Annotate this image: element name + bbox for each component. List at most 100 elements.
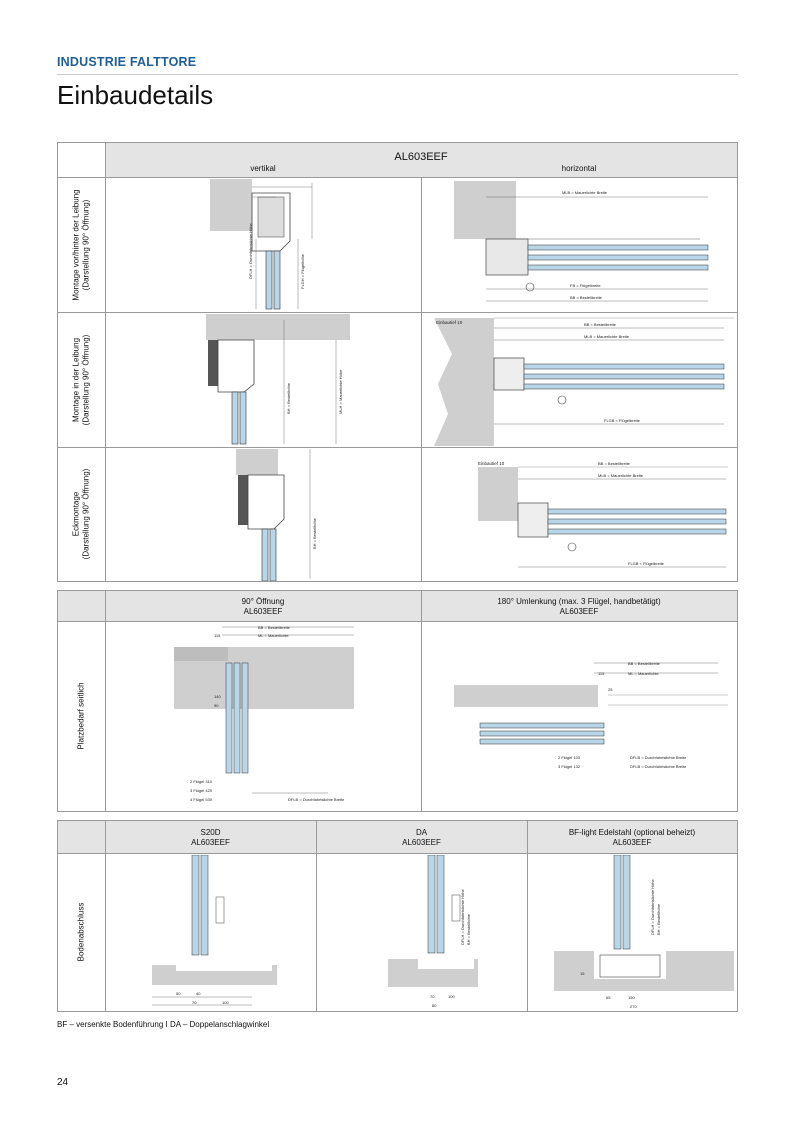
dim-label: 115 (598, 671, 605, 676)
dim-label: 70 (430, 994, 435, 999)
divider (58, 447, 737, 448)
table2-col1-product: AL603EEF (243, 607, 283, 616)
dim-label: BB = Bestellbreite (258, 625, 291, 630)
dim-label: FLGB = Flügelbreite (604, 418, 641, 423)
row-label-text: Platzbedarf seitlich (76, 682, 86, 750)
dim-label: FLGH = Flügelhöhe (300, 253, 305, 289)
divider (58, 312, 737, 313)
table3-col1-product: AL603EEF (191, 838, 230, 847)
row-label: Montage vor/hinter der Leibung (Darstell… (58, 177, 105, 312)
page-title: Einbaudetails (57, 80, 214, 110)
row-label-text: Montage in der Leibung (Darstellung 90° … (71, 334, 91, 425)
divider (58, 177, 737, 178)
dim-label: 100 (222, 1000, 229, 1005)
row-label-text: Montage vor/hinter der Leibung (Darstell… (71, 188, 91, 301)
table2-col2-product: AL603EEF (559, 607, 599, 616)
dim-label: 3 Flügel 132 (558, 764, 581, 769)
table1-col-vertical: vertikal (250, 164, 276, 173)
divider (105, 821, 106, 1011)
dim-label: 3 Flügel 420 (190, 788, 213, 793)
row-label: Platzbedarf seitlich (58, 621, 105, 811)
dim-label: 140 (214, 694, 221, 699)
divider (105, 143, 106, 581)
dim-label: 4 Flügel 530 (190, 797, 213, 802)
dim-label: BH = Bestellhöhe (286, 382, 291, 414)
dim-label: BB = Bestellbreite (570, 295, 603, 300)
dim-label: 25 (608, 687, 613, 692)
dim-label: Einbautief 10 (436, 320, 463, 325)
divider (58, 853, 737, 854)
drawing-bf-light: DFLH = Durchfahrtslichte Höhe BH = Beste… (554, 855, 734, 1009)
table-lateral-space: 90° Öffnung AL603EEF 180° Umlenkung (max… (57, 590, 738, 812)
table1-header (105, 143, 737, 177)
dim-label: BB = Bestellbreite (598, 461, 631, 466)
divider (58, 621, 737, 622)
drawing-horizontal-reveal: Einbautief 10 BB = Bestellbreite MLB = M… (434, 317, 734, 446)
table1-col-horizontal: horizontal (561, 164, 597, 173)
drawing-180-pivot: BB = Bestellbreite ML = Mauerlichte 115 … (454, 661, 728, 769)
dim-label: BB = Bestellbreite (628, 661, 661, 666)
dim-label: DFLH = Durchfahrtslichte Höhe (460, 889, 465, 945)
dim-label: MLB = Mauerlichte Breite (598, 473, 644, 478)
row-label: Eckmontage (Darstellung 90° Öffnung) (58, 447, 105, 581)
row-label-text: Bodenabschluss (76, 902, 86, 962)
brand-label: INDUSTRIE FALTTORE (57, 55, 197, 69)
dim-label: 115 (214, 633, 221, 638)
dim-label: BB = Bestellbreite (584, 322, 617, 327)
drawing-horizontal-front: MLB = Mauerlichte Breite FB = Flügelbrei… (454, 181, 709, 302)
row-label-text: Eckmontage (Darstellung 90° Öffnung) (71, 468, 91, 560)
dim-label: 40 (196, 991, 201, 996)
page-number: 24 (57, 1077, 69, 1088)
dim-label: Einbautief 10 (478, 461, 505, 466)
dim-label: 50 (176, 991, 181, 996)
table3-col2-product: AL603EEF (402, 838, 441, 847)
drawing-vertical-corner: BH = Bestellhöhe (236, 449, 317, 581)
dim-label: 65 (606, 995, 611, 1000)
dim-label: 270 (630, 1004, 637, 1009)
dim-label: 90 (214, 703, 219, 708)
dim-label: DFLH = Durchfahrtslichte Höhe (248, 223, 253, 279)
dim-label: 15 (580, 971, 585, 976)
footnote: BF – versenkte Bodenführung I DA – Doppe… (57, 1020, 270, 1029)
dim-label: 100 (448, 994, 455, 999)
divider (527, 821, 528, 1011)
dim-label: FLGB = Flügelbreite (628, 561, 665, 566)
dim-label: MLH = Mauerlichte Höhe (338, 369, 343, 414)
dim-label: FB = Flügelbreite (570, 283, 601, 288)
dim-label: MLB = Mauerlichte Breite (584, 334, 630, 339)
divider (316, 821, 317, 1011)
table2-col2-title: 180° Umlenkung (max. 3 Flügel, handbetät… (497, 597, 661, 606)
table-installation: AL603EEF vertikal horizontal Montage vor… (57, 142, 738, 582)
dim-label: 2 Flügel 310 (190, 779, 213, 784)
table2-header (58, 591, 737, 621)
dim-label: MLB = Mauerlichte Breite (562, 190, 608, 195)
drawing-s20d: 50 40 70 100 (152, 855, 277, 1006)
drawing-90-opening: BB = Bestellbreite ML = Mauerlichte 115 … (174, 625, 354, 802)
table2-col1-title: 90° Öffnung (241, 597, 285, 606)
drawing-da: DFLH = Durchfahrtslichte Höhe BH = Beste… (388, 855, 478, 1008)
divider (105, 591, 106, 811)
table3-col2-title: DA (415, 828, 428, 837)
dim-label: BH = Bestellhöhe (656, 903, 661, 935)
table3-col3-product: AL603EEF (612, 838, 652, 847)
row-label: Montage in der Leibung (Darstellung 90° … (58, 312, 105, 447)
drawing-vertical-front: DFLH = Durchfahrtslichte Höhe FLGH = Flü… (210, 179, 313, 310)
table-floor-finish: S20D AL603EEF DA AL603EEF BF-light Edels… (57, 820, 738, 1012)
dim-label: DFLB = Durchfahrtslichte Breite (630, 755, 687, 760)
dim-label: BH = Bestellhöhe (312, 517, 317, 549)
header-divider (57, 74, 738, 75)
drawing-vertical-reveal: BH = Bestellhöhe MLH = Mauerlichte Höhe (206, 314, 350, 445)
dim-label: DFLH = Durchfahrtslichte Höhe (650, 879, 655, 935)
dim-label: 80 (432, 1003, 437, 1008)
dim-label: 2 Flügel 103 (558, 755, 581, 760)
table3-col3-title: BF-light Edelstahl (optional beheizt) (568, 828, 696, 837)
dim-label: ML = Mauerlichte (628, 671, 659, 676)
dim-label: 150 (628, 995, 635, 1000)
table1-product: AL603EEF (394, 151, 448, 163)
dim-label: BH = Bestellhöhe (466, 913, 471, 945)
dim-label: DFLB = Durchfahrtslichte Breite (288, 797, 345, 802)
dim-label: DFLB = Durchfahrtslichte Breite (630, 764, 687, 769)
table3-col1-title: S20D (200, 828, 221, 837)
dim-label: ML = Mauerlichte (258, 633, 289, 638)
row-label: Bodenabschluss (58, 853, 105, 1011)
